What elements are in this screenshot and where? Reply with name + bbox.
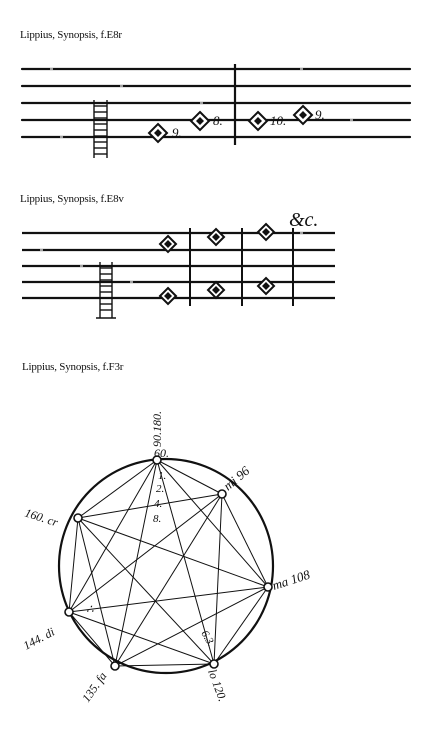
node-label-di: 144. di bbox=[21, 625, 57, 653]
node-label-cr: 160. cr bbox=[23, 506, 60, 530]
fig1-number-c: 10. bbox=[270, 113, 286, 128]
staff-breaks-2 bbox=[40, 232, 303, 283]
node-dot bbox=[110, 661, 120, 671]
inner-stack-2: 2. bbox=[156, 483, 164, 495]
fig1-number-a: 9. bbox=[172, 125, 182, 140]
staff-breaks-1 bbox=[50, 68, 353, 138]
node-label-ma: ma 108 bbox=[270, 566, 312, 592]
fig1-number-b: 8. bbox=[213, 113, 223, 128]
node-label-top-stack: 90.180. bbox=[150, 411, 164, 447]
circle-diagram: 60. 90.180. 1. 2. 4. 8. mi 96 ma 108 lo … bbox=[21, 411, 312, 705]
node-dot bbox=[152, 455, 162, 465]
fig1-number-d: 9. bbox=[315, 107, 325, 122]
inner-stack-3: 4. bbox=[154, 498, 162, 510]
chords bbox=[68, 459, 269, 667]
ladder-1 bbox=[93, 100, 108, 158]
node-dot bbox=[217, 489, 227, 499]
inner-mark-left: ∴ bbox=[86, 602, 94, 616]
caption-fig1: Lippius, Synopsis, f.E8r bbox=[20, 29, 122, 41]
node-label-top: 60. bbox=[154, 446, 169, 460]
ladder-2 bbox=[96, 262, 116, 319]
diamond-centers-2 bbox=[164, 228, 270, 300]
node-label-lo: lo 120. bbox=[205, 667, 230, 703]
outer-circle bbox=[57, 457, 275, 675]
caption-fig2: Lippius, Synopsis, f.E8v bbox=[20, 193, 124, 205]
node-dot bbox=[263, 582, 273, 592]
etc-mark: &c. bbox=[289, 209, 318, 231]
inner-stack-1: 1. bbox=[158, 470, 166, 482]
node-dot bbox=[209, 659, 219, 669]
diamond-centers-1 bbox=[154, 111, 307, 137]
inner-stack-4: 8. bbox=[153, 513, 161, 525]
node-dot bbox=[64, 607, 74, 617]
inner-mark-right: 6.3. bbox=[198, 629, 217, 649]
node-dots bbox=[64, 455, 273, 671]
staff-lines-1 bbox=[20, 67, 412, 139]
node-dot bbox=[73, 513, 83, 523]
staff-figure-2: &c. bbox=[22, 209, 335, 319]
staff-lines-2 bbox=[22, 231, 335, 300]
node-label-mi: mi 96 bbox=[220, 463, 252, 494]
node-label-fa: 135. fa bbox=[79, 669, 110, 704]
barlines-2 bbox=[189, 228, 294, 306]
caption-fig3: Lippius, Synopsis, f.F3r bbox=[22, 361, 124, 373]
